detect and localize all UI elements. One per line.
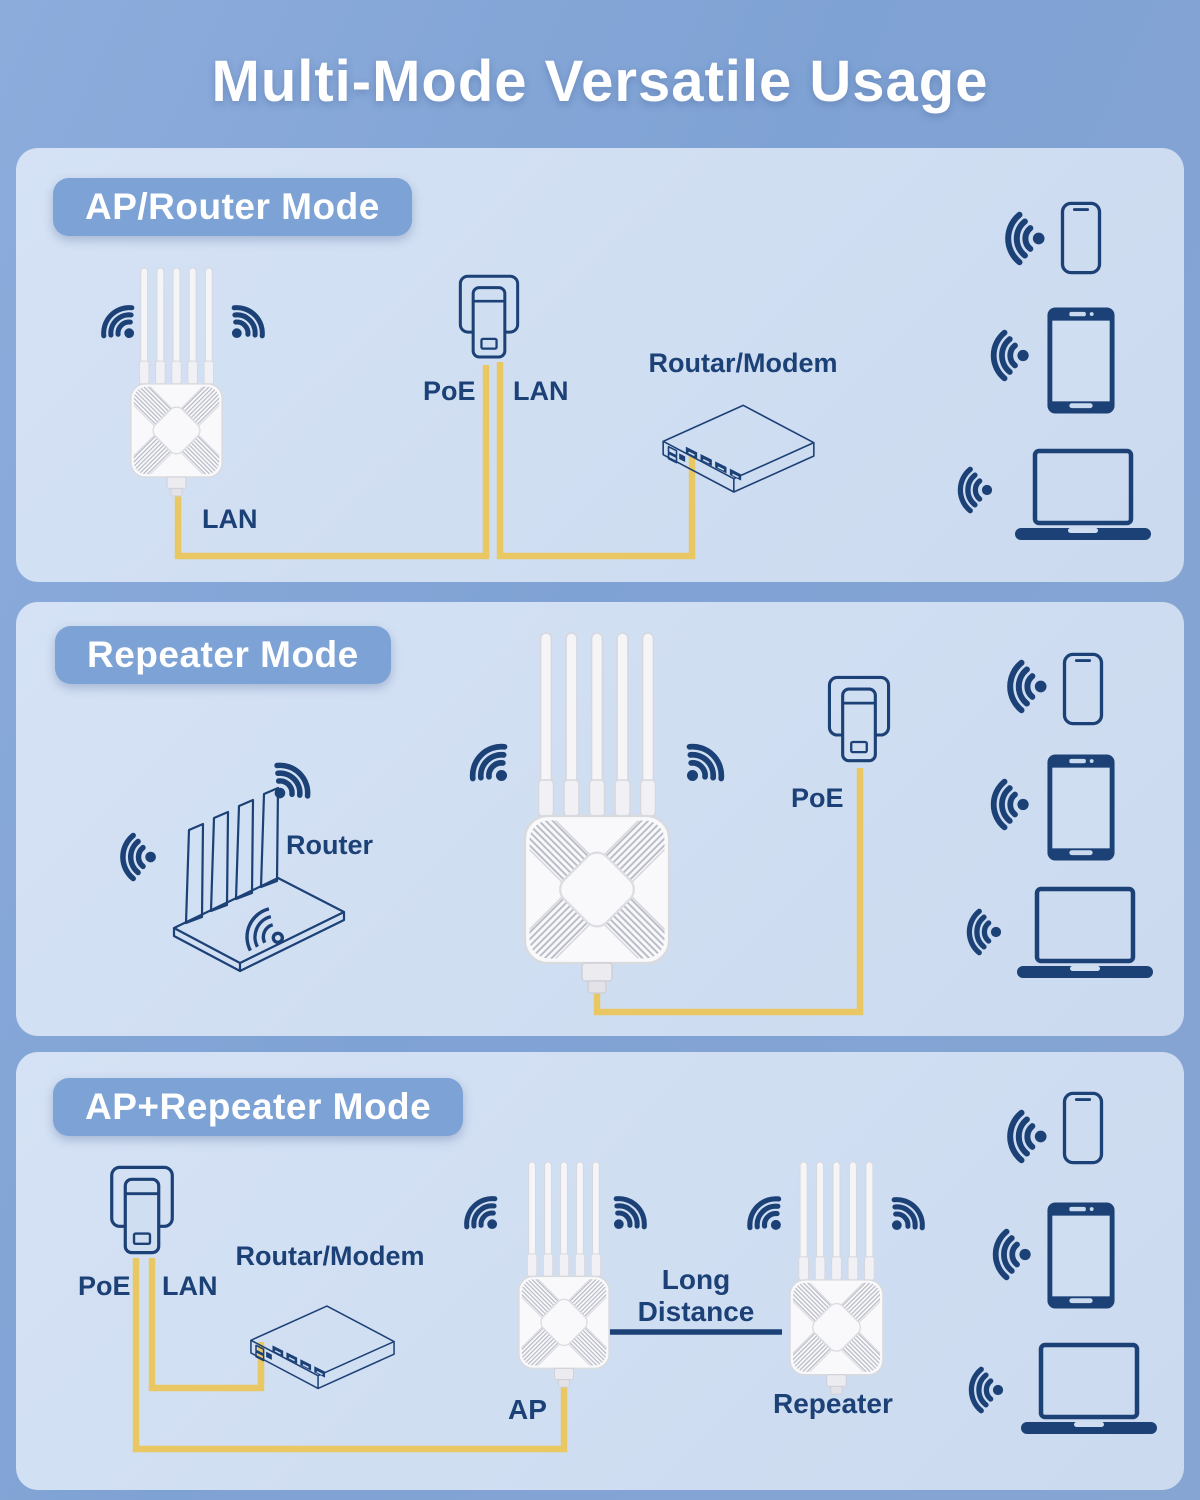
ap-lan-label: LAN: [202, 504, 258, 534]
modem-label: Routar/Modem: [648, 348, 838, 378]
repeater-label: Repeater: [773, 1388, 893, 1419]
mode-badge: Repeater Mode: [55, 626, 391, 684]
phone-icon: [1062, 652, 1104, 726]
panel-repeater-mode: Repeater Mode Router PoE: [16, 602, 1184, 1036]
cable-poe-to-ap: [132, 1258, 568, 1453]
wifi-signal-icon: [110, 832, 160, 882]
home-router-device: [156, 780, 361, 985]
page-title: Multi-Mode Versatile Usage: [211, 49, 989, 114]
access-point-device: [522, 630, 672, 996]
panel-ap-repeater-mode: AP+Repeater Mode PoE LAN Routar/Modem AP…: [16, 1052, 1184, 1490]
cable-lan-to-modem: [496, 362, 696, 560]
poe-injector: [824, 675, 894, 767]
tablet-icon: [1046, 306, 1116, 415]
tablet-icon: [1046, 1201, 1116, 1310]
phone-icon: [1062, 1091, 1104, 1165]
wifi-signal-icon: [980, 778, 1033, 831]
long-distance-label: Long Distance: [637, 1264, 755, 1327]
ap-label: AP: [508, 1394, 547, 1425]
router-label: Router: [286, 830, 373, 860]
poe-label: PoE: [791, 783, 844, 813]
poe-label: PoE: [78, 1271, 131, 1301]
wifi-signal-icon: [994, 211, 1049, 266]
wifi-signal-icon: [996, 1109, 1051, 1164]
phone-icon: [1060, 201, 1102, 275]
poe-injector: [106, 1165, 178, 1259]
repeater-device: [788, 1160, 885, 1396]
cables-and-link: [132, 1258, 782, 1453]
modem-label: Routar/Modem: [235, 1241, 425, 1271]
mode-badge: AP/Router Mode: [53, 178, 412, 236]
poe-injector: [455, 274, 523, 363]
panel-ap-router-mode: AP/Router Mode LAN PoE LAN Routar/Modem: [16, 148, 1184, 582]
router-modem-device: [655, 400, 822, 500]
mode-badge: AP+Repeater Mode: [53, 1078, 464, 1136]
router-modem-device: [243, 1301, 402, 1396]
wifi-signal-icon: [996, 659, 1051, 714]
lan-cables: [174, 362, 696, 560]
wifi-signal-icon: [980, 329, 1033, 382]
wifi-signal-icon: [982, 1228, 1035, 1281]
poe-cable: [593, 768, 864, 1016]
cable-ap-to-poe: [174, 365, 490, 560]
laptop-icon: [1015, 886, 1155, 982]
wifi-signal-icon: [959, 1366, 1007, 1414]
wifi-signal-icon: [957, 908, 1005, 956]
poe-label: PoE: [423, 376, 476, 406]
wifi-signal-icon: [948, 466, 996, 514]
laptop-icon: [1013, 448, 1153, 544]
lan-label: LAN: [513, 376, 569, 406]
laptop-icon: [1019, 1342, 1159, 1438]
access-point-device: [129, 266, 224, 498]
cable-lan-to-modem: [148, 1258, 265, 1392]
lan-label: LAN: [162, 1271, 218, 1301]
access-point-device: [517, 1160, 611, 1389]
tablet-icon: [1046, 753, 1116, 862]
